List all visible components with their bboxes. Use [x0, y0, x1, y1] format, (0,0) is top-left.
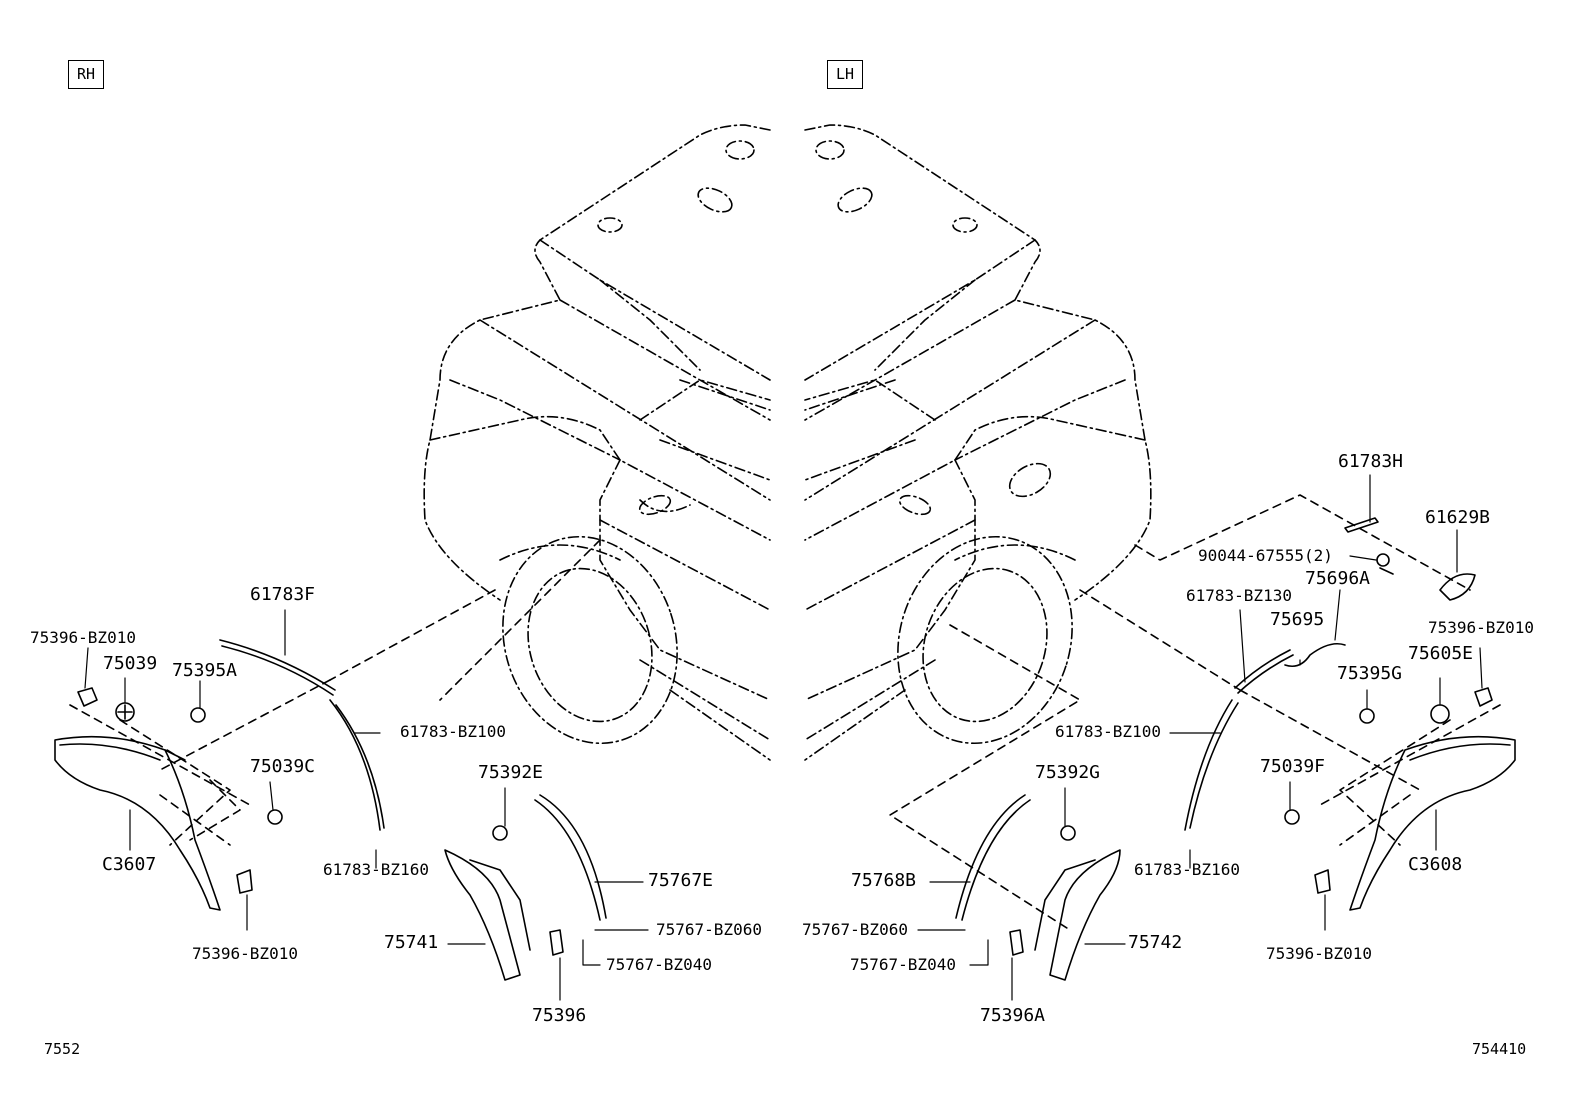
rh-vehicle-outline [424, 125, 770, 766]
lh-clip-75392g [1061, 826, 1075, 840]
label-75395g: 75395G [1337, 663, 1403, 684]
lh-seal-61783-bz100 [1185, 700, 1238, 830]
label-75396: 75396 [532, 1005, 587, 1026]
label-lh-61783-bz100: 61783-BZ100 [1055, 722, 1161, 741]
lh-assembly-lines [890, 495, 1500, 930]
rh-clip-75395a [191, 708, 205, 722]
label-rh-75396-bz010-top: 75396-BZ010 [30, 628, 136, 647]
label-75039: 75039 [103, 653, 158, 674]
rh-seal-61783-bz100 [330, 700, 384, 830]
label-75768b: 75768B [851, 870, 917, 891]
label-75695: 75695 [1270, 609, 1325, 630]
label-61629b: 61629B [1425, 507, 1491, 528]
label-61783f: 61783F [250, 584, 316, 605]
rh-clip-75396-bz010-bottom [237, 870, 252, 893]
rh-assembly-lines [70, 540, 600, 845]
lh-fender-flare-c3608 [1350, 737, 1515, 910]
leader-lines [85, 475, 1482, 1000]
label-75742: 75742 [1128, 932, 1183, 953]
lh-clip-75396a [1010, 930, 1023, 955]
lh-vehicle-outline [805, 125, 1151, 766]
label-c3608: C3608 [1408, 854, 1463, 875]
lh-clip-75605e [1431, 705, 1449, 723]
lh-piece-75695 [1285, 644, 1345, 667]
label-lh-61783-bz160: 61783-BZ160 [1134, 860, 1240, 879]
label-rh-61783-bz100: 61783-BZ100 [400, 722, 506, 741]
lh-clip-75396-bz010-top [1475, 688, 1492, 706]
label-61783-bz130: 61783-BZ130 [1186, 586, 1292, 605]
label-lh-75767-bz060: 75767-BZ060 [802, 920, 908, 939]
lh-bolt-90044 [1377, 554, 1393, 574]
label-75767e: 75767E [648, 870, 714, 891]
label-rh-61783-bz160: 61783-BZ160 [323, 860, 429, 879]
lh-moulding-61783-bz130 [1235, 650, 1293, 693]
label-75741: 75741 [384, 932, 439, 953]
figure-code-right: 754410 [1472, 1040, 1527, 1058]
label-rh-75396-bz010-bottom: 75396-BZ010 [192, 944, 298, 963]
lh-seal-75768b [956, 795, 1030, 920]
lh-clip-75395g [1360, 709, 1374, 723]
label-75395a: 75395A [172, 660, 238, 681]
rh-clip-75039 [116, 703, 134, 721]
label-lh-75396-bz010-top: 75396-BZ010 [1428, 618, 1534, 637]
figure-code-left: 7552 [44, 1040, 81, 1058]
rh-fender-flare-c3607 [55, 737, 220, 910]
rh-clip-75039c [268, 810, 282, 824]
label-rh-75767-bz060: 75767-BZ060 [656, 920, 762, 939]
label-c3607: C3607 [102, 854, 157, 875]
rh-moulding-61783f [220, 640, 335, 695]
lh-mudguard-75742 [1035, 850, 1120, 980]
label-75392e: 75392E [478, 762, 544, 783]
label-75696a: 75696A [1305, 568, 1371, 589]
lh-clip-75039f [1285, 810, 1299, 824]
rh-clip-75396-bz010-top [78, 688, 97, 706]
label-rh-75767-bz040: 75767-BZ040 [606, 955, 712, 974]
rh-clip-75392e [493, 826, 507, 840]
label-61783h: 61783H [1338, 451, 1404, 472]
lh-clip-75396-bz010-bottom [1315, 870, 1330, 893]
rh-view-tag: RH [68, 60, 105, 89]
rh-clip-75396 [550, 930, 563, 955]
label-75039c: 75039C [250, 756, 316, 777]
lh-moulding-61783h [1345, 518, 1378, 532]
label-lh-75767-bz040: 75767-BZ040 [850, 955, 956, 974]
lh-cap-61629b [1440, 574, 1475, 600]
label-75396a: 75396A [980, 1005, 1046, 1026]
label-lh-75396-bz010-bottom: 75396-BZ010 [1266, 944, 1372, 963]
label-90044-67555: 90044-67555(2) [1198, 546, 1333, 565]
label-75039f: 75039F [1260, 756, 1326, 777]
rh-mudguard-75741 [445, 850, 530, 980]
label-75392g: 75392G [1035, 762, 1101, 783]
lh-view-tag: LH [827, 60, 864, 89]
rh-seal-75767e [535, 795, 606, 920]
label-75605e: 75605E [1408, 643, 1474, 664]
